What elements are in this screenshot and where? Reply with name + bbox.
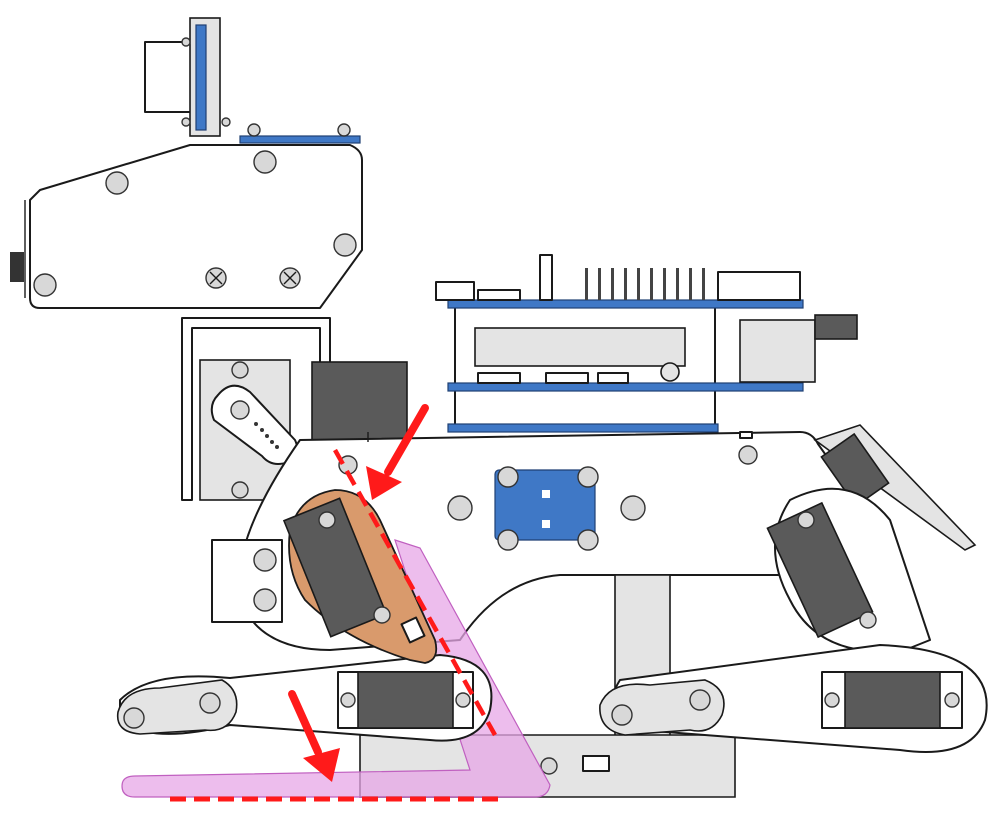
pcb-board-icon bbox=[447, 382, 804, 392]
highlight-wedge bbox=[121, 539, 551, 798]
rear-leg bbox=[599, 487, 988, 753]
head-connector bbox=[10, 252, 24, 282]
dashed-guide-diagonal bbox=[333, 448, 497, 737]
screw-icon bbox=[105, 171, 129, 195]
front-leg bbox=[116, 489, 551, 798]
screw-icon bbox=[247, 123, 261, 137]
rear-servo-motor-icon bbox=[766, 501, 874, 639]
neck-assembly bbox=[181, 317, 408, 501]
screw-icon bbox=[253, 150, 277, 174]
front-servo-motor-icon bbox=[282, 497, 388, 638]
rear-camera-module-icon bbox=[813, 424, 977, 551]
head-assembly bbox=[10, 17, 363, 309]
head-top-board bbox=[239, 135, 361, 144]
screw-icon bbox=[230, 400, 250, 420]
electronics-stack bbox=[435, 254, 858, 433]
rear-knee-servo-motor-icon bbox=[844, 671, 941, 729]
screw-icon bbox=[333, 233, 357, 257]
arrow-icon bbox=[288, 690, 340, 782]
front-knee-servo-motor-icon bbox=[357, 671, 454, 729]
imu-board-icon bbox=[494, 466, 599, 551]
camera-module-icon bbox=[144, 17, 231, 137]
screw-icon bbox=[738, 445, 758, 465]
arrow-icon bbox=[366, 404, 429, 500]
screw-icon bbox=[279, 267, 301, 289]
pcb-board-icon bbox=[447, 299, 804, 309]
screw-icon bbox=[337, 123, 351, 137]
neck-servo-motor-icon bbox=[311, 361, 408, 443]
head-body bbox=[29, 144, 363, 309]
screw-icon bbox=[33, 273, 57, 297]
screw-icon bbox=[205, 267, 227, 289]
annotations bbox=[170, 404, 500, 802]
pcb-board-icon bbox=[447, 423, 719, 433]
